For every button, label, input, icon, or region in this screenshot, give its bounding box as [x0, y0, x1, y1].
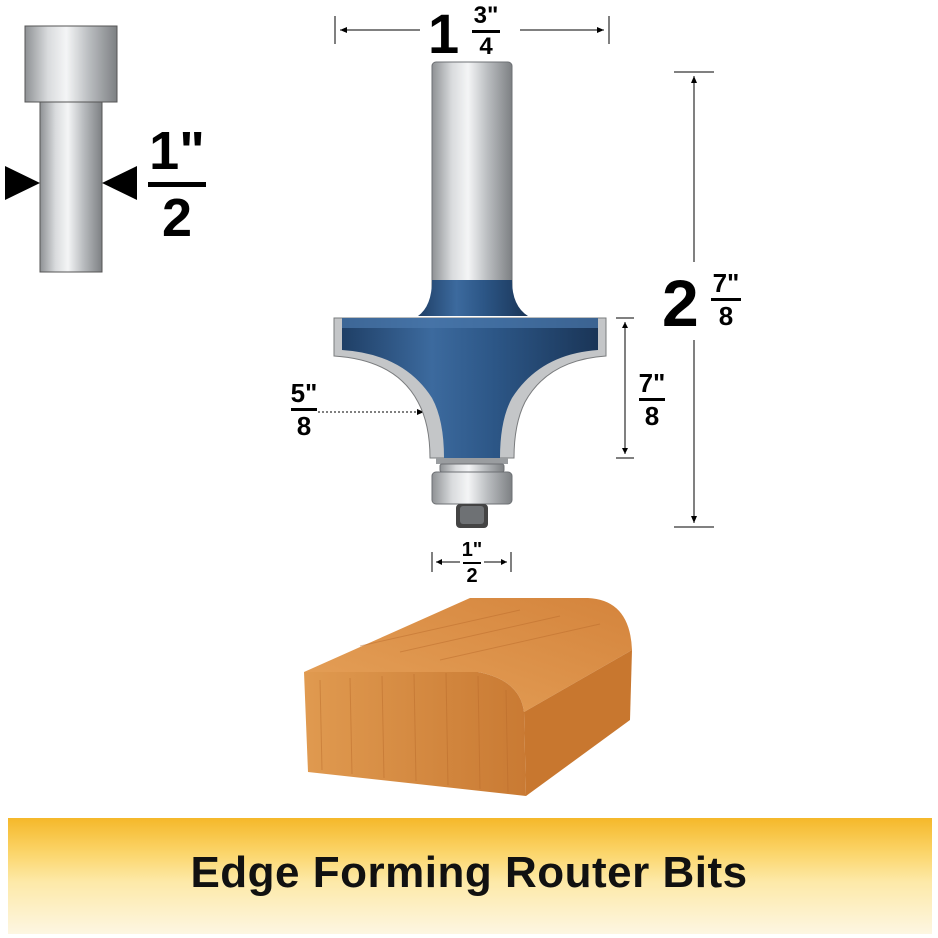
bearing-diameter-label: 1" 2	[456, 540, 488, 586]
bearing-diameter-denominator: 2	[466, 565, 478, 587]
cut-diameter-label: 1 3" 4	[428, 2, 508, 64]
radius-indicator-line	[318, 409, 424, 415]
shank-size-label: 1" 2	[146, 124, 208, 245]
fraction-bar	[639, 398, 665, 401]
overall-length-dimension-line	[674, 71, 714, 528]
cut-length-numerator: 7"	[638, 368, 666, 398]
cut-length-dimension-line	[616, 317, 634, 459]
fraction-bar	[472, 30, 500, 33]
radius-denominator: 8	[296, 411, 312, 441]
cut-diameter-numerator: 3"	[473, 2, 499, 29]
overall-length-label: 2 7" 8	[662, 266, 752, 338]
shank-size-denominator: 2	[161, 188, 193, 248]
bearing-dimension-line	[431, 552, 512, 572]
router-bit-image	[333, 61, 607, 528]
shank-size-numerator: 1"	[149, 121, 205, 181]
radius-label: 5" 8	[284, 380, 324, 439]
cut-diameter-dimension-line	[334, 16, 610, 44]
fraction-bar	[291, 408, 317, 411]
fraction-bar	[463, 562, 481, 564]
overall-length-whole: 2	[662, 266, 699, 340]
wood-profile-image	[304, 598, 632, 796]
fraction-bar	[148, 182, 206, 187]
category-banner-title: Edge Forming Router Bits	[190, 848, 748, 897]
cut-length-label: 7" 8	[632, 370, 672, 429]
fraction-bar	[711, 298, 741, 301]
cut-diameter-fraction: 3" 4	[468, 4, 504, 59]
overall-length-fraction: 7" 8	[706, 270, 746, 329]
cut-diameter-whole: 1	[428, 2, 460, 65]
overall-length-numerator: 7"	[712, 268, 740, 298]
bearing-diameter-numerator: 1"	[461, 539, 483, 561]
shank-icon	[5, 25, 137, 273]
cut-length-denominator: 8	[644, 401, 660, 431]
overall-length-denominator: 8	[718, 301, 734, 331]
category-banner	[8, 818, 932, 934]
cut-diameter-denominator: 4	[479, 33, 493, 60]
radius-numerator: 5"	[290, 378, 318, 408]
